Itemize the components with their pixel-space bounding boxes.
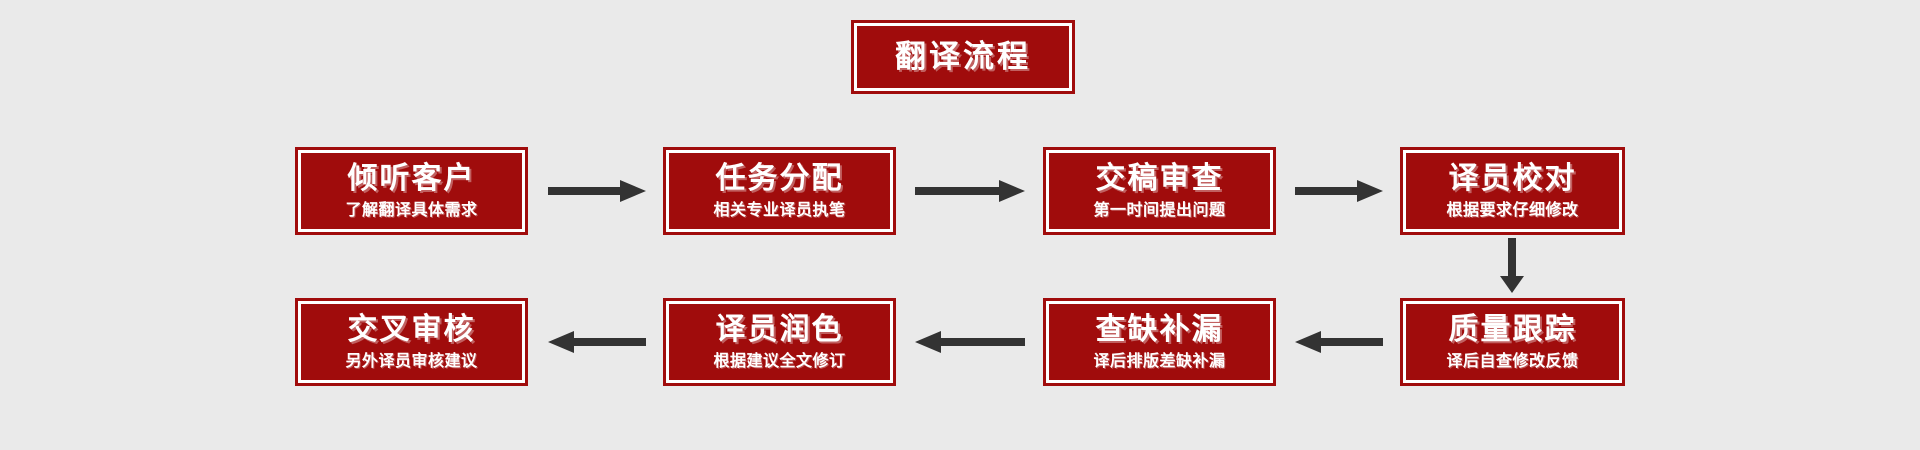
process-step-5[interactable]: 质量跟踪 译后自查修改反馈 [1400, 298, 1625, 386]
process-step-3-title: 交稿审查 [1095, 161, 1224, 197]
process-step-1-title: 倾听客户 [347, 161, 476, 197]
arrow-right-step1-step2 [548, 174, 646, 208]
arrow-left-step6-step7 [915, 325, 1025, 359]
flowchart-title-text: 翻译流程 [895, 38, 1031, 75]
process-step-6[interactable]: 查缺补漏 译后排版差缺补漏 [1043, 298, 1276, 386]
arrow-right-step2-step3 [915, 174, 1025, 208]
process-step-6-subtitle: 译后排版差缺补漏 [1093, 350, 1226, 370]
process-step-4[interactable]: 译员校对 根据要求仔细修改 [1400, 147, 1625, 235]
process-step-3[interactable]: 交稿审查 第一时间提出问题 [1043, 147, 1276, 235]
process-step-1[interactable]: 倾听客户 了解翻译具体需求 [295, 147, 528, 235]
arrow-left-step5-step6 [1295, 325, 1383, 359]
process-step-8-title: 交叉审核 [347, 312, 476, 348]
process-step-4-title: 译员校对 [1448, 161, 1577, 197]
process-step-4-subtitle: 根据要求仔细修改 [1446, 199, 1579, 219]
arrow-right-step3-step4 [1295, 174, 1383, 208]
process-step-2-title: 任务分配 [715, 161, 844, 197]
process-step-2-subtitle: 相关专业译员执笔 [713, 199, 846, 219]
process-step-8[interactable]: 交叉审核 另外译员审核建议 [295, 298, 528, 386]
process-step-6-title: 查缺补漏 [1095, 312, 1224, 348]
process-step-3-subtitle: 第一时间提出问题 [1093, 199, 1226, 219]
process-step-2[interactable]: 任务分配 相关专业译员执笔 [663, 147, 896, 235]
process-step-5-title: 质量跟踪 [1448, 312, 1577, 348]
process-step-7-title: 译员润色 [715, 312, 844, 348]
arrow-down-step4-step5 [1495, 238, 1529, 293]
process-step-1-subtitle: 了解翻译具体需求 [345, 199, 478, 219]
arrow-left-step7-step8 [548, 325, 646, 359]
process-step-5-subtitle: 译后自查修改反馈 [1446, 350, 1579, 370]
process-step-8-subtitle: 另外译员审核建议 [345, 350, 478, 370]
process-step-7-subtitle: 根据建议全文修订 [713, 350, 846, 370]
process-step-7[interactable]: 译员润色 根据建议全文修订 [663, 298, 896, 386]
flowchart-title-box: 翻译流程 [851, 20, 1075, 94]
